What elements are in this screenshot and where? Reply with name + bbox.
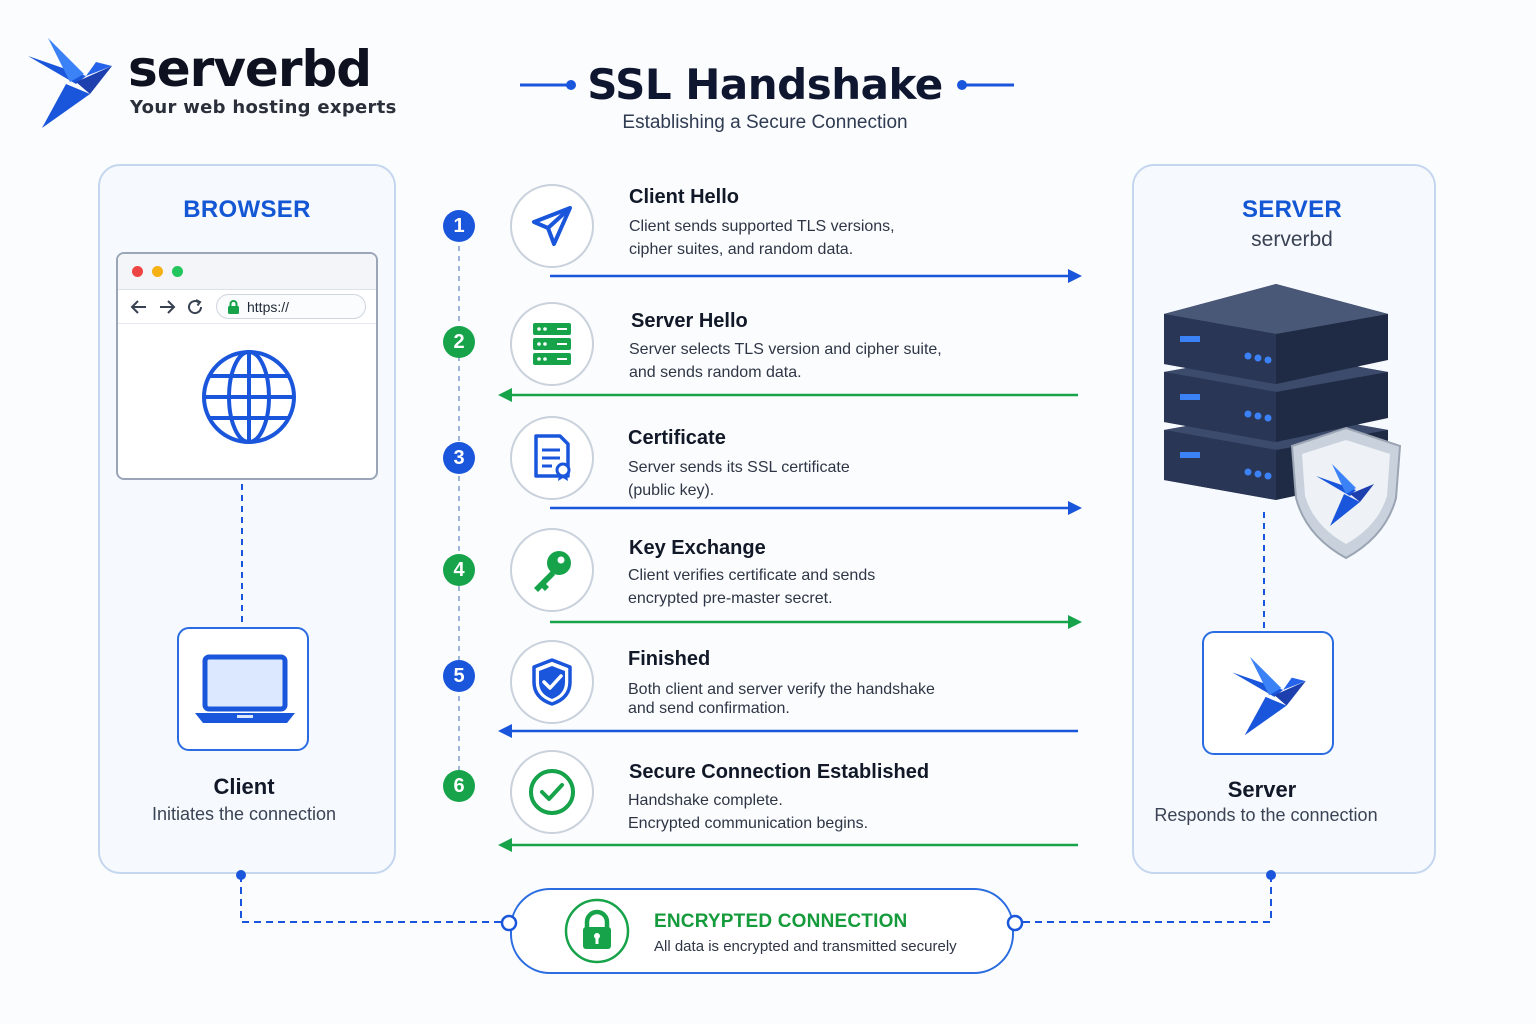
- step-desc-5b: and send confirmation.: [628, 700, 790, 717]
- server-stack-icon: [1164, 284, 1402, 560]
- address-bar[interactable]: https://: [216, 294, 366, 319]
- step-icon-circle-3: [510, 416, 594, 500]
- step-number-3: 3: [443, 442, 475, 474]
- lock-icon: [564, 898, 630, 964]
- step-icon-circle-5: [510, 640, 594, 724]
- server-rack-icon: [533, 323, 571, 365]
- back-arrow-icon[interactable]: [130, 299, 148, 315]
- step-desc-1b: cipher suites, and random data.: [629, 241, 854, 258]
- server-logo-card: [1202, 631, 1334, 755]
- page-subtitle: Establishing a Secure Connection: [622, 112, 908, 133]
- step-arrow-4: [550, 615, 1082, 629]
- encrypted-subtitle: All data is encrypted and transmitted se…: [654, 938, 957, 955]
- brand-wordmark: serverbd: [128, 40, 372, 98]
- server-panel-name: serverbd: [1251, 228, 1333, 251]
- step-arrow-2: [498, 388, 1078, 402]
- browser-panel-title: BROWSER: [183, 196, 311, 223]
- step-desc-2a: Server selects TLS version and cipher su…: [629, 341, 942, 358]
- laptop-icon: [195, 654, 295, 723]
- timeline-dashed-line: [458, 226, 460, 788]
- brand-bird-icon: [1232, 656, 1306, 736]
- paper-plane-icon: [532, 206, 572, 246]
- step-number-4: 4: [443, 554, 475, 586]
- step-arrow-1: [550, 269, 1082, 283]
- padlock-icon: [228, 300, 239, 314]
- step-number-5: 5: [443, 660, 475, 692]
- step-desc-6a: Handshake complete.: [628, 792, 783, 809]
- step-number-6: 6: [443, 770, 475, 802]
- step-icon-circle-4: [510, 528, 594, 612]
- page-title: SSL Handshake: [587, 60, 943, 109]
- globe-icon: [202, 350, 296, 444]
- window-maximize-dot: [172, 266, 183, 277]
- server-title: Server: [1227, 777, 1297, 802]
- server-panel-title: SERVER: [1241, 196, 1343, 223]
- brand-tagline: Your web hosting experts: [130, 97, 397, 118]
- step-desc-4a: Client verifies certificate and sends: [628, 567, 876, 584]
- step-arrow-5: [498, 724, 1078, 738]
- step-number-1: 1: [443, 210, 475, 242]
- client-subtitle: Initiates the connection: [151, 804, 337, 824]
- shield-check-icon: [532, 658, 572, 706]
- enc-left-node: [500, 914, 518, 932]
- title-right-connector: [957, 80, 1014, 90]
- step-arrow-6: [498, 838, 1078, 852]
- step-desc-2b: and sends random data.: [629, 364, 802, 381]
- step-icon-circle-1: [510, 184, 594, 268]
- step-icon-circle-6: [510, 750, 594, 834]
- step-title-1: Client Hello: [629, 186, 740, 208]
- server-subtitle: Responds to the connection: [1154, 805, 1378, 825]
- step-icon-circle-2: [510, 302, 594, 386]
- step-title-2: Server Hello: [631, 310, 748, 332]
- window-close-dot: [132, 266, 143, 277]
- enc-right-node: [1006, 914, 1024, 932]
- step-number-2: 2: [443, 326, 475, 358]
- window-minimize-dot: [152, 266, 163, 277]
- browser-client-connector: [241, 484, 243, 624]
- reload-icon[interactable]: [186, 298, 204, 316]
- server-card-connector: [1263, 512, 1265, 630]
- client-title: Client: [213, 774, 275, 799]
- step-title-4: Key Exchange: [629, 537, 766, 559]
- step-title-5: Finished: [628, 648, 711, 670]
- address-url: https://: [247, 299, 290, 315]
- certificate-icon: [534, 434, 571, 481]
- step-title-3: Certificate: [628, 427, 726, 449]
- step-desc-4b: encrypted pre-master secret.: [628, 590, 833, 607]
- step-desc-5a: Both client and server verify the handsh…: [628, 681, 935, 698]
- step-title-6: Secure Connection Established: [629, 761, 930, 783]
- encrypted-title: ENCRYPTED CONNECTION: [654, 911, 908, 932]
- step-arrow-3: [550, 501, 1082, 515]
- check-circle-icon: [529, 769, 575, 815]
- forward-arrow-icon[interactable]: [158, 299, 176, 315]
- browser-nav-bar: https://: [118, 290, 376, 324]
- step-desc-3b: (public key).: [628, 482, 715, 499]
- browser-title-bar: [118, 254, 376, 290]
- step-desc-6b: Encrypted communication begins.: [628, 815, 869, 832]
- brand-bird-icon: [28, 38, 112, 128]
- browser-window: https://: [116, 252, 378, 480]
- client-laptop-card: [177, 627, 309, 751]
- title-left-connector: [520, 80, 576, 90]
- key-icon: [534, 551, 571, 592]
- step-desc-1a: Client sends supported TLS versions,: [629, 218, 895, 235]
- step-desc-3a: Server sends its SSL certificate: [628, 459, 850, 476]
